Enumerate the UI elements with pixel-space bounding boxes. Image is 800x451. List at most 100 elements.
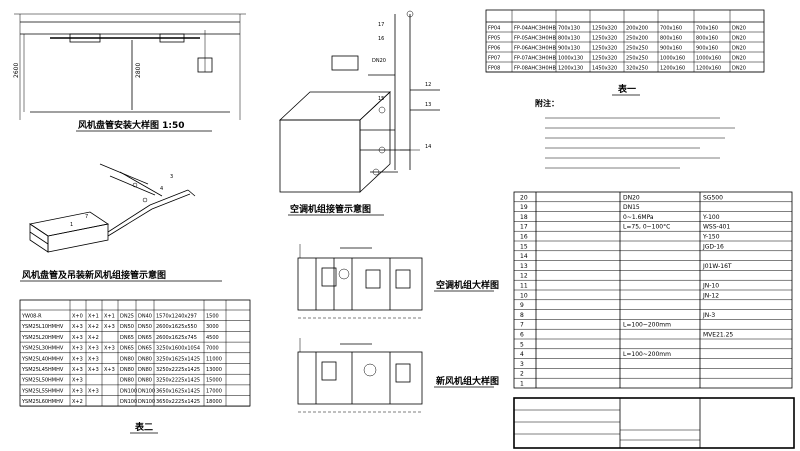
dim-height: 2600 [13, 63, 20, 78]
table1-cell: 250x250 [626, 46, 648, 52]
table1-cell: FP08 [488, 66, 500, 72]
table2-cell: YSM25L45HMHV [21, 367, 64, 373]
table2-cell: X+3 [88, 388, 99, 394]
table2-cell: 7000 [206, 346, 219, 352]
title-ahu-detail: 空调机组大样图 [436, 279, 499, 291]
equipment-no: 6 [520, 332, 524, 339]
table1-cell: 1200x160 [660, 66, 685, 72]
equipment-spec: DN20 [623, 194, 640, 201]
table1-cell: 1250x320 [592, 46, 617, 52]
table1-cell: DN20 [732, 36, 746, 42]
title-fresh-detail: 新风机组大样图 [436, 375, 499, 387]
table1-cell: DN20 [732, 56, 746, 62]
equipment-no: 20 [520, 194, 528, 201]
table1-cell: FP-07AHC3H0HB [514, 56, 557, 62]
svg-text:15: 15 [378, 96, 384, 102]
table2-cell: YW08-R [21, 314, 42, 320]
table1-cell: 1200x130 [558, 66, 583, 72]
equipment-model: WSS-401 [703, 224, 730, 231]
table2-cell: 3000 [206, 324, 219, 330]
table2-cell: DN50 [120, 324, 134, 330]
table1-cell: FP06 [488, 46, 500, 52]
table2-cell: X+3 [88, 356, 99, 362]
title-table1: 表一 [617, 83, 636, 95]
table1-cell: 1250x320 [592, 36, 617, 42]
equipment-spec: DN15 [623, 204, 640, 211]
table2-cell: DN100 [138, 399, 155, 405]
table1-cell: DN20 [732, 26, 746, 32]
equipment-no: 2 [520, 371, 524, 378]
table1-cell: 900x160 [696, 46, 718, 52]
title-block [513, 397, 795, 449]
table2-cell: YSM25L55HMHV [21, 388, 64, 394]
table2-cell: X+2 [88, 335, 99, 341]
table1-cell: 320x250 [626, 66, 648, 72]
equipment-no: 17 [520, 224, 528, 231]
svg-text:17: 17 [378, 22, 384, 28]
equipment-no: 19 [520, 204, 528, 211]
svg-text:7: 7 [85, 214, 88, 220]
table2-cell: 3650x2225x1425 [156, 399, 200, 405]
notes-heading: 附注： [535, 98, 559, 108]
equipment-no: 15 [520, 243, 528, 250]
equipment-spec: L=100~200mm [623, 322, 671, 329]
table2-cell: DN100 [120, 399, 137, 405]
equipment-model: JN-3 [702, 312, 715, 319]
table2-cell: 18000 [206, 399, 222, 405]
equipment-no: 18 [520, 214, 528, 221]
table1-cell: FP04 [488, 26, 500, 32]
equipment-no: 8 [520, 312, 524, 319]
equipment-spec: L=75, 0~100°C [623, 224, 670, 231]
table2-cell: 15000 [206, 378, 222, 384]
ahu-detail: 空调机组大样图 [297, 244, 499, 319]
table1-cell: 800x160 [696, 36, 718, 42]
dim-height-2: 2800 [135, 63, 142, 78]
table1-cell: 250x200 [626, 36, 648, 42]
equipment-spec: 0~1.6MPa [623, 214, 654, 221]
table2-cell: DN65 [138, 346, 152, 352]
table2-cell: X+2 [88, 324, 99, 330]
table1-cell: FP05 [488, 36, 500, 42]
table1-cell: 1000x160 [696, 56, 721, 62]
equipment-no: 5 [520, 341, 524, 348]
table1-cell: 700x160 [660, 26, 682, 32]
table2-cell: 2600x1625x745 [156, 335, 197, 341]
table2-cell: X+0 [72, 314, 83, 320]
svg-text:DN20: DN20 [372, 58, 386, 64]
table1-cell: 900x160 [660, 46, 682, 52]
table1-cell: 250x250 [626, 56, 648, 62]
table2-cell: X+3 [72, 346, 83, 352]
title-table2: 表二 [134, 421, 153, 433]
svg-text:4: 4 [160, 186, 163, 192]
table2-cell: X+3 [88, 367, 99, 373]
equipment-model: JN-12 [702, 292, 719, 299]
table2-cell: 4500 [206, 335, 219, 341]
table2-cell: 13000 [206, 367, 222, 373]
table1-cell: 1250x320 [592, 56, 617, 62]
equipment-no: 7 [520, 322, 524, 329]
table2-cell: 3250x1625x1425 [156, 356, 200, 362]
equipment-model: JGD-16 [702, 243, 724, 250]
equipment-no: 4 [520, 351, 524, 358]
fcu-piping-isometric: 7 1 3 4 风机盘管及吊装新风机组接管示意图 [20, 163, 222, 282]
svg-text:13: 13 [425, 102, 431, 108]
table1-cell: 1450x320 [592, 66, 617, 72]
table1-cell: DN20 [732, 46, 746, 52]
table2-cell: DN40 [138, 314, 152, 320]
svg-text:12: 12 [425, 82, 431, 88]
table2-cell: YSM25L30HMHV [21, 346, 64, 352]
title-fcu-install: 风机盘管安装大样图 1:50 [78, 119, 185, 131]
table1-cell: 200x200 [626, 26, 648, 32]
title-ahu-pipe: 空调机组接管示意图 [290, 203, 371, 215]
table2-cell: DN80 [120, 378, 134, 384]
table2-cell: DN80 [138, 378, 152, 384]
fcu-install-detail: 2600 2800 风机盘管安装大样图 1:50 [13, 13, 246, 132]
title-fcu-pipe: 风机盘管及吊装新风机组接管示意图 [22, 269, 166, 281]
equipment-no: 10 [520, 292, 528, 299]
table2-cell: X+3 [104, 324, 115, 330]
table2-cell: X+3 [88, 346, 99, 352]
table2-cell: X+3 [72, 356, 83, 362]
equipment-no: 16 [520, 234, 528, 241]
